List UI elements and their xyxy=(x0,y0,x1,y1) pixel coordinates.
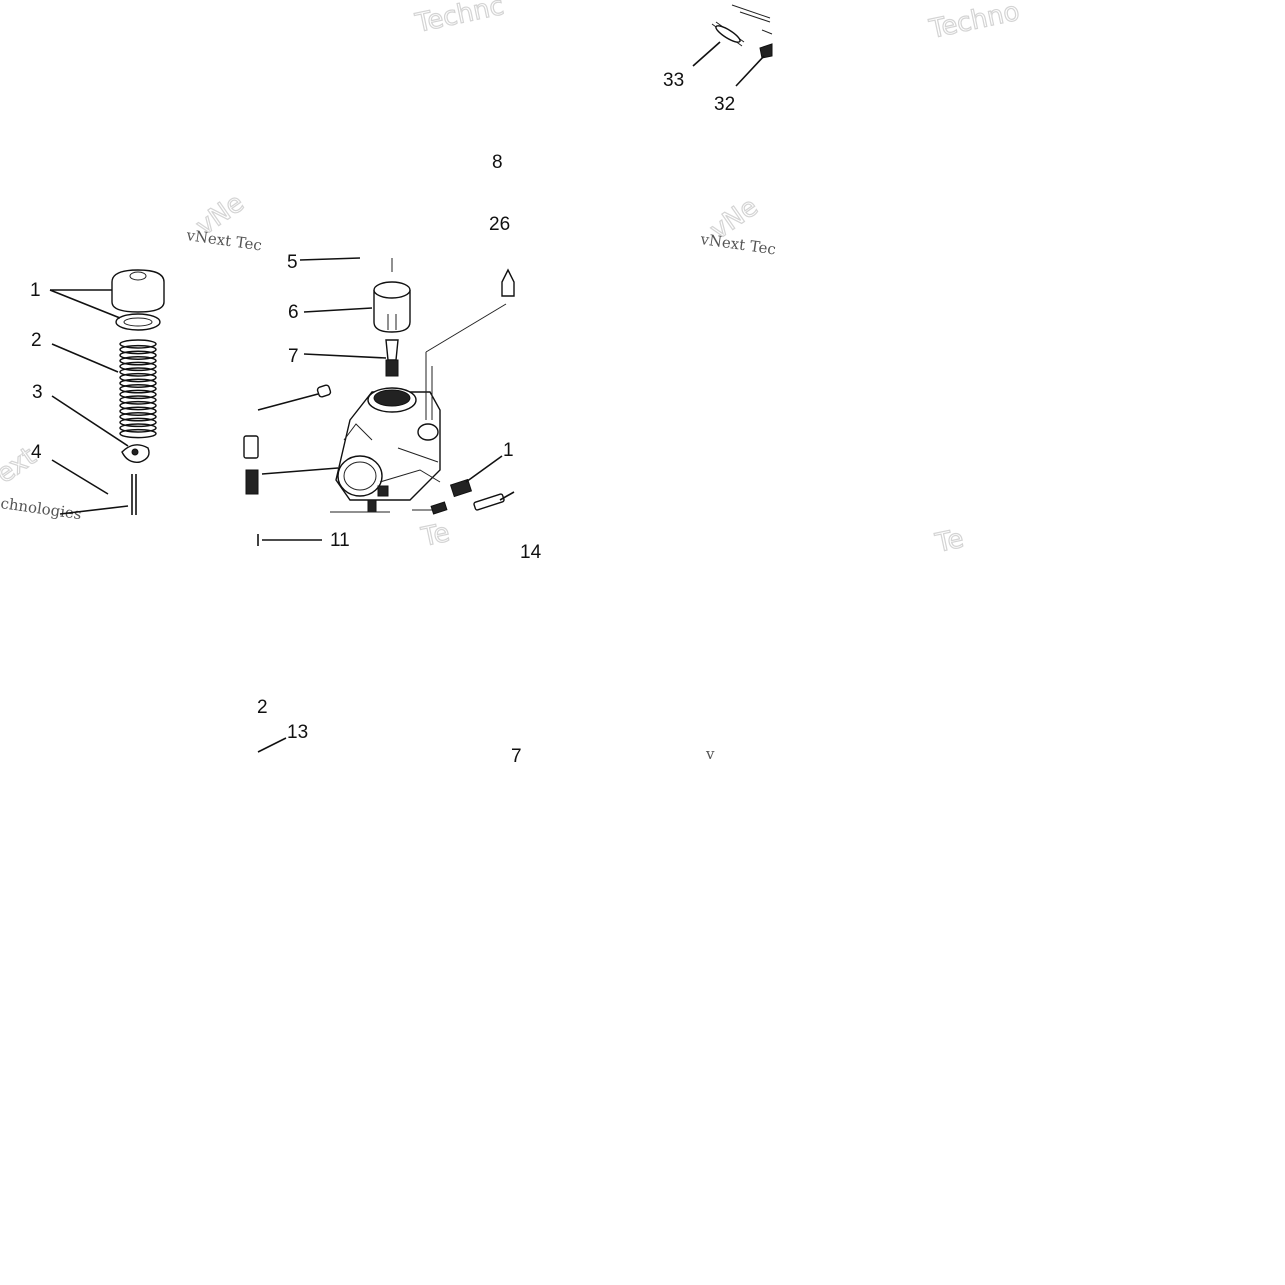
spring-coil xyxy=(119,372,157,383)
callout-3: 3 xyxy=(32,382,43,403)
watermark-8: chnologies xyxy=(0,494,83,523)
callout-14: 14 xyxy=(520,542,542,563)
callout-1: 1 xyxy=(30,280,41,301)
callout-32: 32 xyxy=(714,94,735,115)
callout-6: 6 xyxy=(288,302,299,323)
spring-coil xyxy=(119,423,157,433)
watermark-fragment-v: v xyxy=(705,745,715,763)
callout-5: 5 xyxy=(287,252,298,273)
spring-coil xyxy=(119,389,157,400)
left-stack-parts xyxy=(49,269,165,515)
callout-7: 7 xyxy=(288,346,299,367)
spring-coil xyxy=(119,356,157,366)
carburetor-body-assembly xyxy=(243,257,515,546)
watermark-2: Techno xyxy=(926,0,1022,45)
spring-coil xyxy=(119,412,157,422)
callout-11: 11 xyxy=(330,530,350,551)
spring-coil xyxy=(119,367,157,377)
spring-coil xyxy=(119,417,157,428)
spring-coil xyxy=(119,406,157,416)
spring-coil xyxy=(119,384,157,394)
spring-coil xyxy=(119,350,157,360)
watermark-6: Te xyxy=(932,524,966,559)
spring-coil xyxy=(119,339,157,349)
callout-2: 2 xyxy=(31,330,42,351)
callout-33: 33 xyxy=(663,70,684,91)
spring-coil xyxy=(119,361,157,372)
callout-26: 26 xyxy=(489,214,510,235)
callout-2-lower: 2 xyxy=(257,697,268,718)
leader-13 xyxy=(257,737,287,753)
coil-spring xyxy=(119,339,157,439)
fragment-top-right xyxy=(692,4,773,87)
watermark-1: Technc xyxy=(412,0,506,39)
callout-4: 4 xyxy=(31,442,42,463)
watermark-5: Te xyxy=(418,518,452,553)
spring-coil xyxy=(119,378,157,388)
spring-coil xyxy=(119,395,157,405)
spring-coil xyxy=(119,428,157,439)
callout-7-lower: 7 xyxy=(511,746,522,767)
callout-12-partial: 1 xyxy=(503,440,514,461)
callout-13: 13 xyxy=(287,722,308,743)
spring-coil xyxy=(119,400,157,411)
callout-8: 8 xyxy=(492,152,503,173)
spring-coil xyxy=(119,344,157,355)
